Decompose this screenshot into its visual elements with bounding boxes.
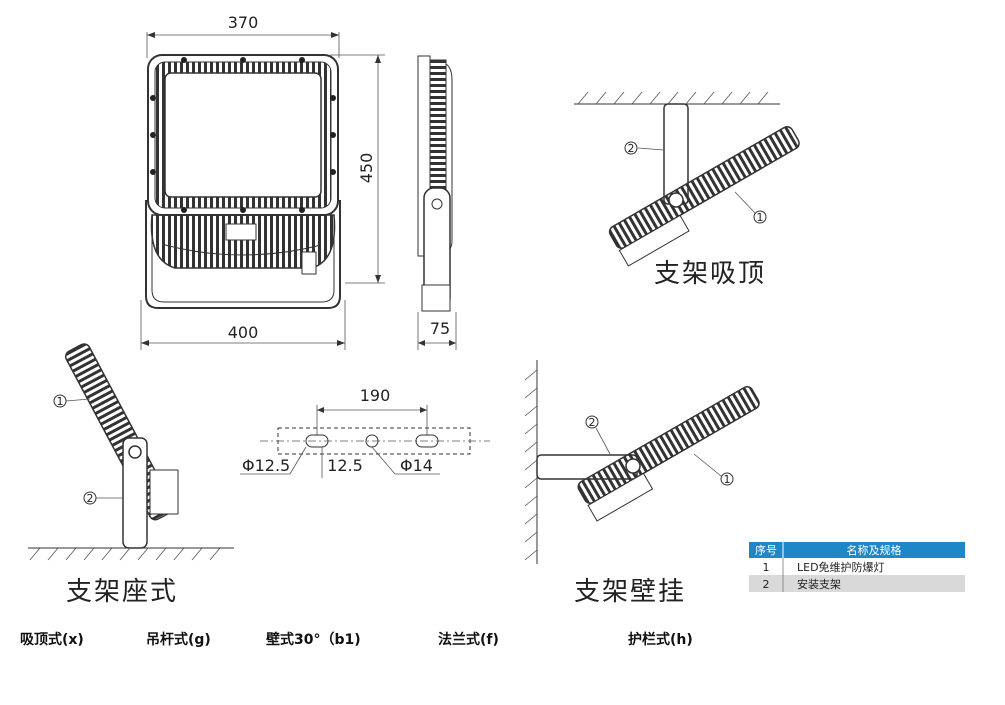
header-name: 名称及规格: [847, 543, 902, 557]
front-view: 370 450: [140, 13, 385, 350]
parts-table-header: [749, 542, 965, 558]
ceiling-mount-view: 2 1 支架吸顶: [574, 91, 800, 289]
side-view: 75: [417, 55, 457, 350]
mount-option-ceiling: 吸顶式(x): [20, 631, 84, 648]
wall-callout-2: 2: [589, 416, 596, 429]
mount-option-pendant: 吊杆式(g): [146, 631, 211, 648]
ceiling-callout-2: 2: [628, 142, 635, 155]
mounting-options: 吸顶式(x) 吊杆式(g) 壁式30°（b1) 法兰式(f) 护栏式(h): [20, 631, 693, 648]
header-no: 序号: [755, 543, 777, 557]
row-1-no: 1: [763, 561, 770, 574]
floor-mount-view: 1 2 支架座式: [28, 343, 234, 607]
wall-mount-view: 2 1 支架壁挂: [524, 360, 760, 607]
dim-400-label: 400: [228, 323, 259, 342]
dim-370-label: 370: [228, 13, 259, 32]
wall-caption: 支架壁挂: [574, 577, 686, 607]
dim-width-top: 370: [146, 13, 340, 58]
wall-callout-1: 1: [724, 473, 731, 486]
hole-right-label: Φ14: [400, 456, 433, 475]
mount-option-guardrail: 护栏式(h): [628, 631, 693, 648]
mount-option-flange: 法兰式(f): [438, 631, 499, 648]
dim-height: 450: [330, 54, 385, 284]
bracket-detail-view: 190 Φ12.5 12.5 Φ14: [240, 386, 490, 478]
row-2-name: 安装支架: [797, 577, 841, 591]
slot-width-label: 12.5: [327, 456, 363, 475]
floor-callout-2: 2: [87, 492, 94, 505]
dim-190: 190: [316, 386, 428, 436]
ceiling-caption: 支架吸顶: [654, 259, 766, 289]
hole-left-label: Φ12.5: [242, 456, 290, 475]
dim-190-label: 190: [360, 386, 391, 405]
dim-width-bottom: 400: [140, 300, 346, 350]
ceiling-callout-1: 1: [757, 211, 764, 224]
floor-caption: 支架座式: [66, 577, 178, 607]
row-1-name: LED免维护防爆灯: [797, 560, 885, 574]
dim-75-label: 75: [430, 319, 450, 338]
dim-450-label: 450: [357, 153, 376, 184]
dim-depth: 75: [417, 312, 457, 350]
mount-option-wall30: 壁式30°（b1): [266, 631, 361, 648]
floor-callout-1: 1: [57, 395, 64, 408]
parts-table: 序号 名称及规格 1 LED免维护防爆灯 2 安装支架: [749, 542, 965, 592]
row-2-no: 2: [763, 578, 770, 591]
